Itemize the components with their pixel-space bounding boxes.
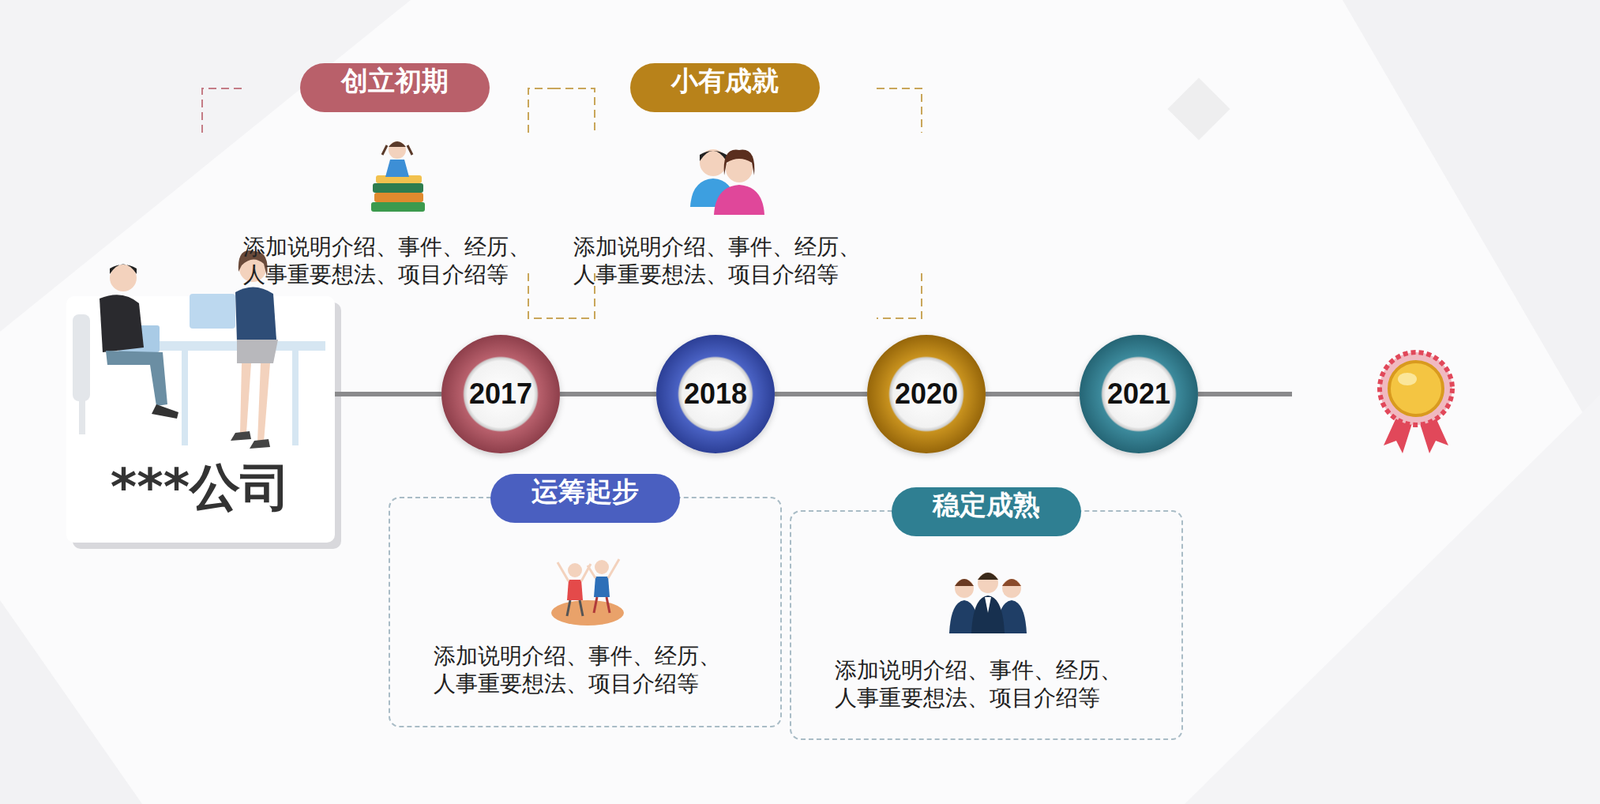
timeline-tail: [1198, 391, 1293, 397]
stage-card: 稳定成熟添加说明介绍、事件、经历、人事重要想法、项目介绍等: [789, 510, 1184, 740]
stage-title: 稳定成熟: [891, 487, 1082, 537]
girl-books-icon: [371, 141, 425, 212]
bg-shape: [0, 600, 143, 804]
stage-title: 创立初期: [300, 63, 490, 113]
stage-description: 添加说明介绍、事件、经历、人事重要想法、项目介绍等: [573, 232, 877, 289]
company-card: ***公司: [66, 296, 335, 543]
stage-card: 运筹起步添加说明介绍、事件、经历、人事重要想法、项目介绍等: [388, 496, 782, 728]
stage-description: 添加说明介绍、事件、经历、人事重要想法、项目介绍等: [834, 656, 1139, 712]
kids-icon: [551, 559, 624, 626]
timeline-segment: [774, 391, 868, 397]
bg-shape: [1342, 0, 1600, 443]
year-circle: 2017: [441, 334, 560, 454]
stage-card: 创立初期添加说明介绍、事件、经历、人事重要想法、项目介绍等: [229, 63, 561, 293]
corner-brackets: [202, 88, 922, 319]
team-icon: [949, 572, 1027, 634]
year-circle: 2018: [656, 334, 775, 454]
bg-diamond: [1167, 77, 1230, 140]
company-name: ***公司: [110, 453, 291, 523]
timeline-segment: [559, 391, 657, 397]
year-label: 2017: [469, 377, 533, 411]
stage-title: 小有成就: [630, 63, 820, 113]
year-label: 2021: [1107, 377, 1171, 411]
year-label: 2018: [683, 377, 748, 411]
year-circle: 2021: [1079, 334, 1199, 454]
medal-icon: [1379, 352, 1453, 454]
stage-description: 添加说明介绍、事件、经历、人事重要想法、项目介绍等: [243, 232, 547, 289]
year-label: 2020: [894, 377, 958, 411]
stage-description: 添加说明介绍、事件、经历、人事重要想法、项目介绍等: [433, 642, 737, 698]
stage-title: 运筹起步: [490, 473, 680, 523]
stage-card: 小有成就添加说明介绍、事件、经历、人事重要想法、项目介绍等: [559, 63, 891, 293]
people-icon: [690, 149, 765, 215]
year-circle: 2020: [867, 334, 986, 454]
bg-shape: [1184, 394, 1600, 804]
timeline-segment: [985, 391, 1080, 397]
timeline-segment: [334, 391, 442, 397]
